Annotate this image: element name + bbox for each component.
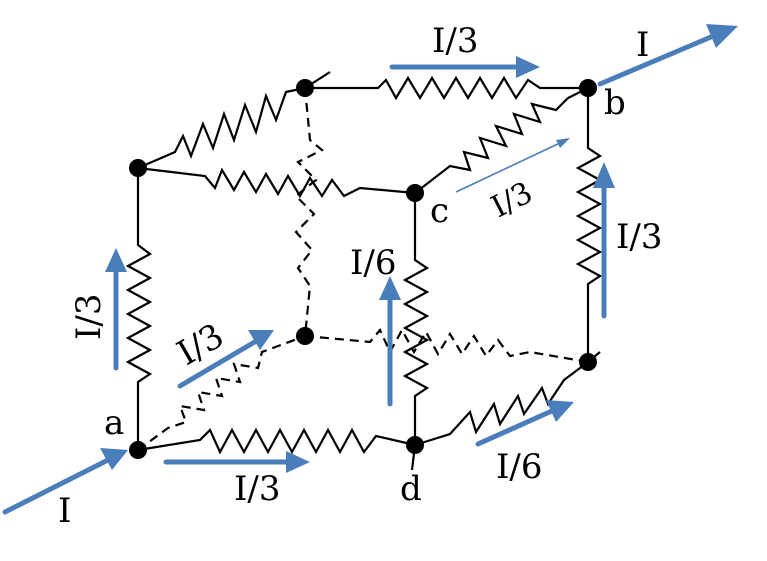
current-label-d-right: I/6 — [496, 447, 543, 487]
node-a — [129, 441, 147, 459]
node-label-a: a — [104, 403, 124, 443]
hidden-back-bottom-edge — [304, 327, 589, 364]
arrow-c-d-head — [379, 276, 401, 300]
hidden-back-vertical — [294, 87, 324, 337]
arrow-output — [597, 31, 721, 87]
hidden-a-back-diagonal — [137, 334, 306, 451]
resistor-back-top-edge — [305, 75, 588, 101]
arrow-a-right-head — [286, 451, 310, 473]
resistor-c-b — [414, 87, 589, 194]
current-label-a-back: I/3 — [171, 316, 231, 374]
arrow-a-back — [177, 337, 261, 389]
arrow-input-head — [100, 448, 128, 470]
current-label-out: I — [636, 25, 649, 65]
arrow-top-head — [516, 56, 540, 78]
current-label-in: I — [58, 491, 71, 531]
arrow-b-vertical-head — [593, 162, 615, 188]
node-back-bottom-right — [579, 353, 597, 371]
node-d — [406, 436, 424, 454]
resistor-top-left-edge — [137, 86, 306, 170]
arrow-d-right-head — [546, 400, 574, 422]
resistor-c-d — [402, 193, 430, 445]
node-c — [406, 184, 424, 202]
current-label-a-right: I/3 — [234, 469, 281, 509]
resistor-d-bottom-right — [414, 361, 589, 447]
current-label-c-b: I/3 — [486, 175, 538, 225]
arrow-d-right — [475, 407, 557, 447]
arrow-c-b — [455, 141, 563, 193]
node-front-top-left — [129, 159, 147, 177]
node-back-bottom-left — [296, 327, 314, 345]
arrow-a-back-head — [248, 330, 274, 350]
node-b — [579, 79, 597, 97]
resistor-b-vertical — [575, 88, 603, 362]
arrow-a-up-head — [105, 248, 127, 272]
resistor-front-top-edge — [137, 166, 416, 199]
node-label-d: d — [400, 469, 422, 509]
current-label-c-d: I/6 — [350, 243, 397, 283]
current-label-b-vertical: I/3 — [616, 217, 663, 257]
resistor-front-left-vertical — [125, 168, 153, 450]
arrow-c-b-head — [556, 138, 570, 148]
current-label-a-up: I/3 — [69, 293, 109, 340]
current-label-top: I/3 — [432, 21, 479, 61]
node-label-c: c — [430, 191, 449, 231]
arrow-input — [2, 455, 115, 515]
arrow-output-head — [706, 24, 738, 48]
node-back-top-left — [296, 79, 314, 97]
node-label-b: b — [604, 83, 626, 123]
resistor-a-d — [137, 427, 416, 455]
